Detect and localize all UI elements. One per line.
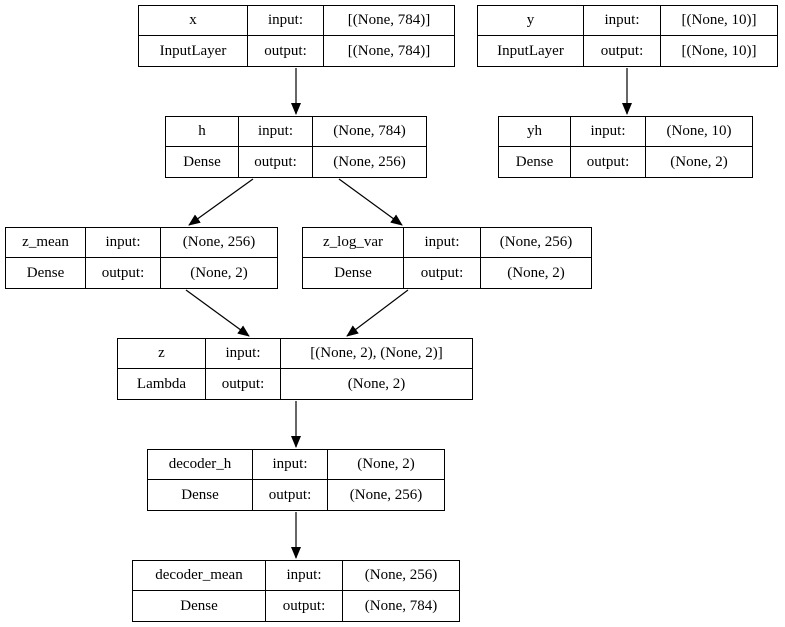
output-label: output: — [239, 147, 313, 177]
layer-node-z-log-var: z_log_var input: (None, 256) Dense outpu… — [302, 227, 592, 289]
output-label: output: — [266, 591, 343, 621]
output-label: output: — [248, 36, 324, 66]
layer-type: Dense — [499, 147, 571, 177]
output-label: output: — [86, 258, 161, 288]
input-label: input: — [239, 117, 313, 147]
layer-type: Dense — [133, 591, 266, 621]
output-label: output: — [206, 369, 281, 399]
layer-name: x — [139, 6, 248, 36]
layer-type: Dense — [6, 258, 86, 288]
input-label: input: — [248, 6, 324, 36]
output-label: output: — [404, 258, 481, 288]
output-label: output: — [584, 36, 661, 66]
input-label: input: — [584, 6, 661, 36]
input-label: input: — [86, 228, 161, 258]
input-shape: (None, 10) — [646, 117, 752, 147]
input-shape: (None, 784) — [313, 117, 426, 147]
layer-node-x: x input: [(None, 784)] InputLayer output… — [138, 5, 455, 67]
output-label: output: — [571, 147, 646, 177]
layer-node-decoder-h: decoder_h input: (None, 2) Dense output:… — [147, 449, 445, 511]
layer-name: decoder_h — [148, 450, 253, 480]
input-shape: (None, 256) — [343, 561, 459, 591]
input-shape: [(None, 2), (None, 2)] — [281, 339, 472, 369]
edge-arrow-z-log-var-to-z — [346, 289, 409, 337]
output-shape: (None, 2) — [347, 375, 406, 392]
layer-type: Dense — [148, 480, 253, 510]
layer-node-yh: yh input: (None, 10) Dense output: (None… — [498, 116, 753, 178]
layer-node-decoder-mean: decoder_mean input: (None, 256) Dense ou… — [132, 560, 460, 622]
layer-node-z: z input: [(None, 2), (None, 2)] Lambda o… — [117, 338, 473, 400]
edge-arrow-h-to-z-log-var — [338, 178, 403, 226]
output-shape: (None, 2) — [670, 153, 728, 170]
output-shape: [(None, 10)] — [681, 42, 757, 59]
output-shape: (None, 2) — [507, 264, 565, 281]
output-shape: (None, 784) — [364, 597, 438, 614]
edge-arrow-z-mean-to-z — [185, 289, 250, 337]
layer-type: InputLayer — [139, 36, 248, 66]
layer-type: Dense — [303, 258, 404, 288]
layer-type: Lambda — [118, 369, 206, 399]
input-shape: (None, 2) — [328, 450, 444, 480]
input-shape: (None, 256) — [161, 228, 277, 258]
layer-node-h: h input: (None, 784) Dense output: (None… — [165, 116, 427, 178]
layer-type: InputLayer — [478, 36, 584, 66]
layer-name: z_log_var — [303, 228, 404, 258]
output-shape: (None, 2) — [190, 264, 248, 281]
input-shape: [(None, 10)] — [661, 6, 777, 36]
input-label: input: — [206, 339, 281, 369]
layer-name: z — [118, 339, 206, 369]
input-label: input: — [266, 561, 343, 591]
output-label: output: — [253, 480, 328, 510]
input-label: input: — [571, 117, 646, 147]
input-label: input: — [404, 228, 481, 258]
layer-name: h — [166, 117, 239, 147]
layer-node-z-mean: z_mean input: (None, 256) Dense output: … — [5, 227, 278, 289]
layer-name: yh — [499, 117, 571, 147]
input-shape: [(None, 784)] — [324, 6, 454, 36]
output-shape: [(None, 784)] — [347, 42, 431, 59]
input-shape: (None, 256) — [481, 228, 591, 258]
layer-node-y: y input: [(None, 10)] InputLayer output:… — [477, 5, 778, 67]
layer-name: y — [478, 6, 584, 36]
layer-name: z_mean — [6, 228, 86, 258]
edge-arrow-h-to-z-mean — [188, 178, 254, 226]
output-shape: (None, 256) — [349, 486, 423, 503]
output-shape: (None, 256) — [333, 153, 406, 170]
input-label: input: — [253, 450, 328, 480]
layer-type: Dense — [166, 147, 239, 177]
layer-name: decoder_mean — [133, 561, 266, 591]
